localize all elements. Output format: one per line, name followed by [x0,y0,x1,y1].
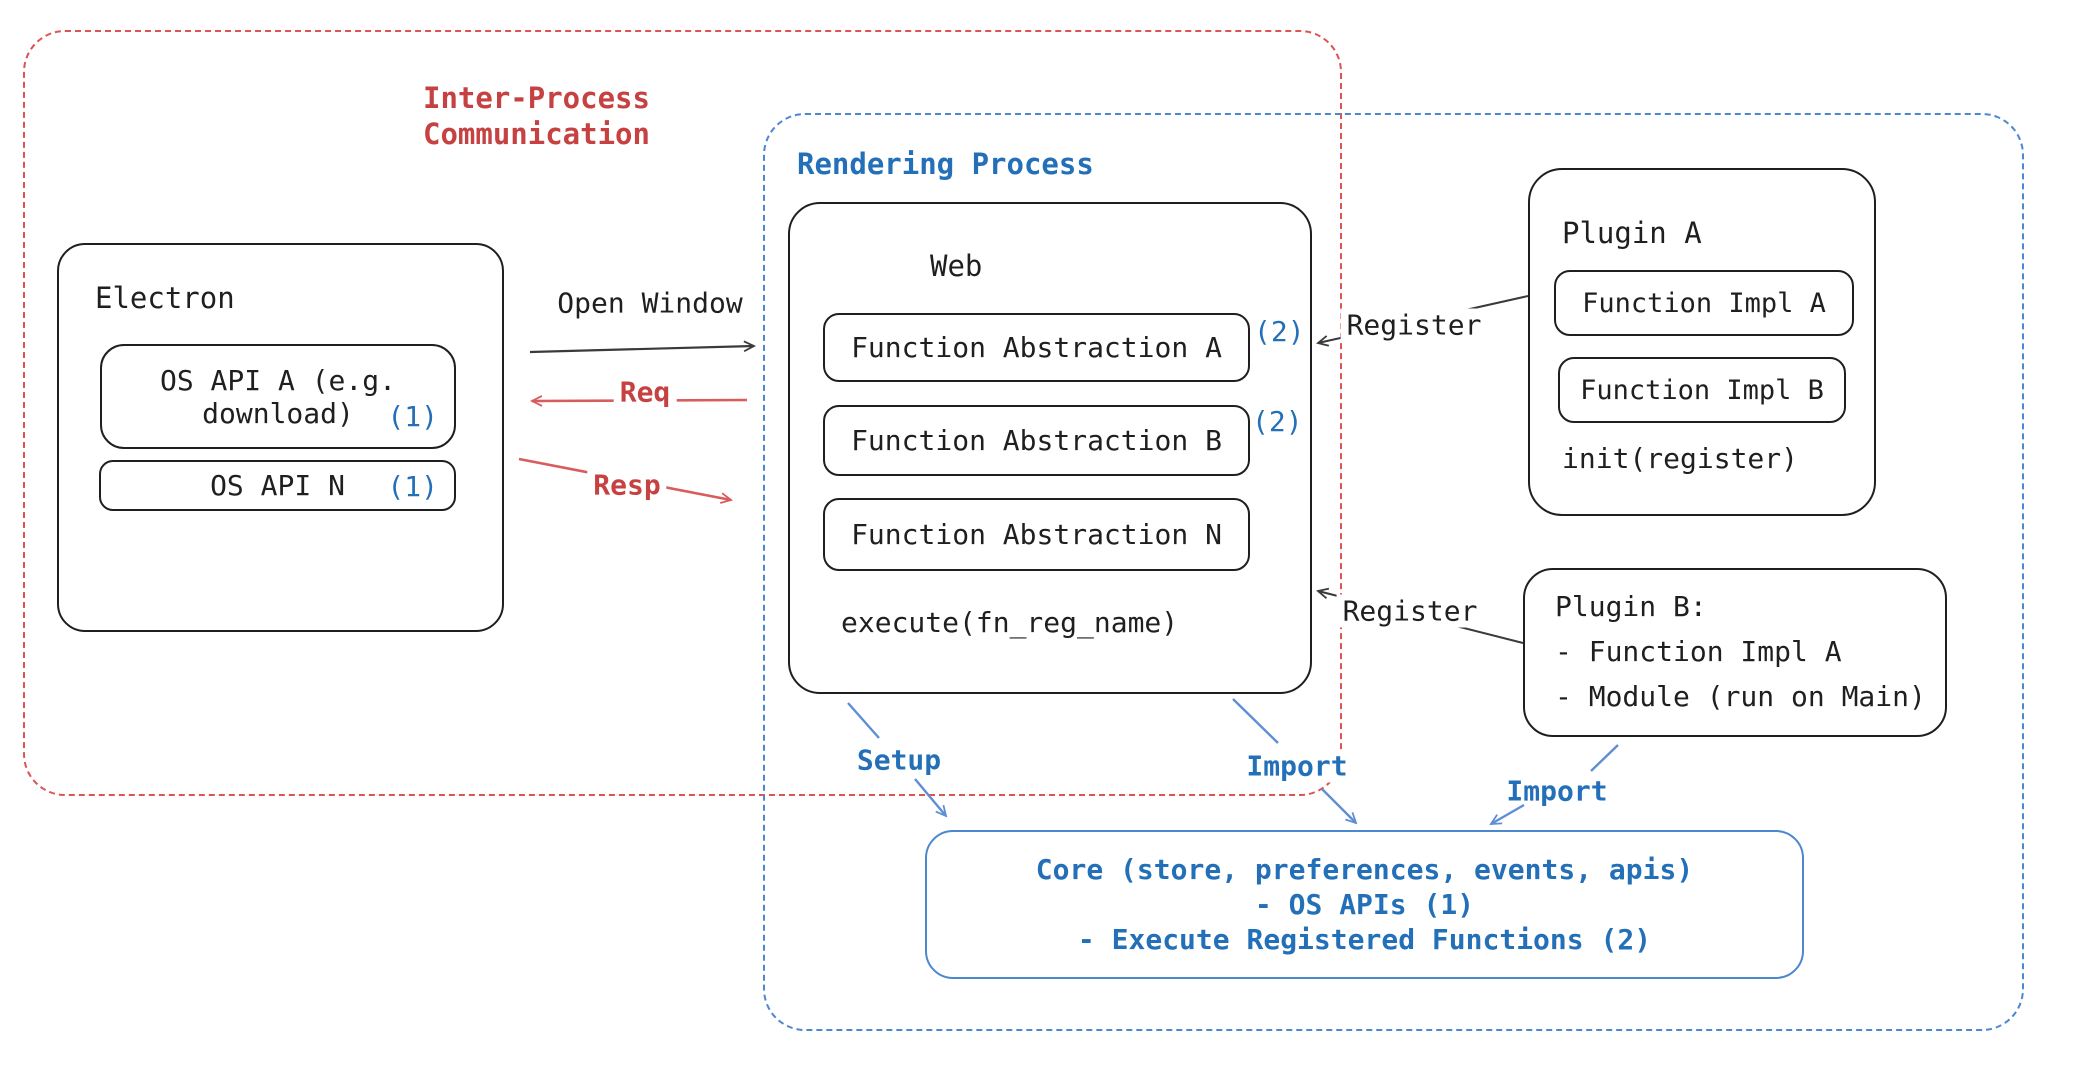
rendering-process-label: Rendering Process [797,147,1094,181]
function-abstraction-n-label: Function Abstraction N [851,518,1222,551]
web-execute-text: execute(fn_reg_name) [841,606,1179,639]
function-impl-a-box: Function Impl A [1554,270,1854,336]
function-impl-b-box: Function Impl B [1558,357,1846,423]
import-web-label: Import [1240,749,1354,783]
function-impl-b-label: Function Impl B [1580,374,1824,406]
open-window-label: Open Window [557,286,743,320]
function-abstraction-b-label: Function Abstraction B [851,424,1222,457]
core-text: Core (store, preferences, events, apis) … [1035,853,1694,956]
os-api-n-box: OS API N (1) [99,460,456,511]
register-b-label: Register [1336,594,1484,628]
function-abstraction-a-box: Function Abstraction A [823,313,1250,382]
ipc-region-outline [23,30,1342,796]
function-abstraction-b-box: Function Abstraction B [823,405,1250,476]
setup-label: Setup [856,743,942,777]
req-label: Req [613,375,677,409]
os-api-n-badge: (1) [387,470,438,503]
plugin-a-title: Plugin A [1562,216,1702,250]
function-abstraction-n-box: Function Abstraction N [823,498,1250,571]
resp-label: Resp [587,468,667,502]
os-api-a-badge: (1) [387,400,438,433]
function-abstraction-a-badge: (2) [1254,315,1305,348]
os-api-a-line2: download) [202,396,354,430]
os-api-a-box: OS API A (e.g. download) (1) [100,344,456,449]
web-title: Web [930,249,983,283]
rendering-process-region-outline [763,113,2024,1031]
plugin-a-init-text: init(register) [1562,442,1799,475]
import-plugin-label: Import [1506,774,1608,808]
register-a-label: Register [1340,308,1488,342]
web-box: Web Function Abstraction A (2) Function … [788,202,1312,694]
ipc-region-label: Inter-Process Communication [423,81,650,151]
core-box: Core (store, preferences, events, apis) … [925,830,1804,979]
function-abstraction-a-label: Function Abstraction A [851,331,1222,364]
function-abstraction-b-badge: (2) [1252,405,1303,438]
plugin-b-box: Plugin B: - Function Impl A - Module (ru… [1523,568,1947,737]
os-api-n-label: OS API N [210,469,345,502]
plugin-b-text: Plugin B: - Function Impl A - Module (ru… [1555,590,1926,713]
function-impl-a-label: Function Impl A [1582,287,1826,319]
os-api-a-line1: OS API A (e.g. [159,363,396,397]
plugin-a-box: Plugin A Function Impl A Function Impl B… [1528,168,1876,516]
electron-title: Electron [95,281,235,315]
electron-box: Electron OS API A (e.g. download) (1) OS… [57,243,504,632]
